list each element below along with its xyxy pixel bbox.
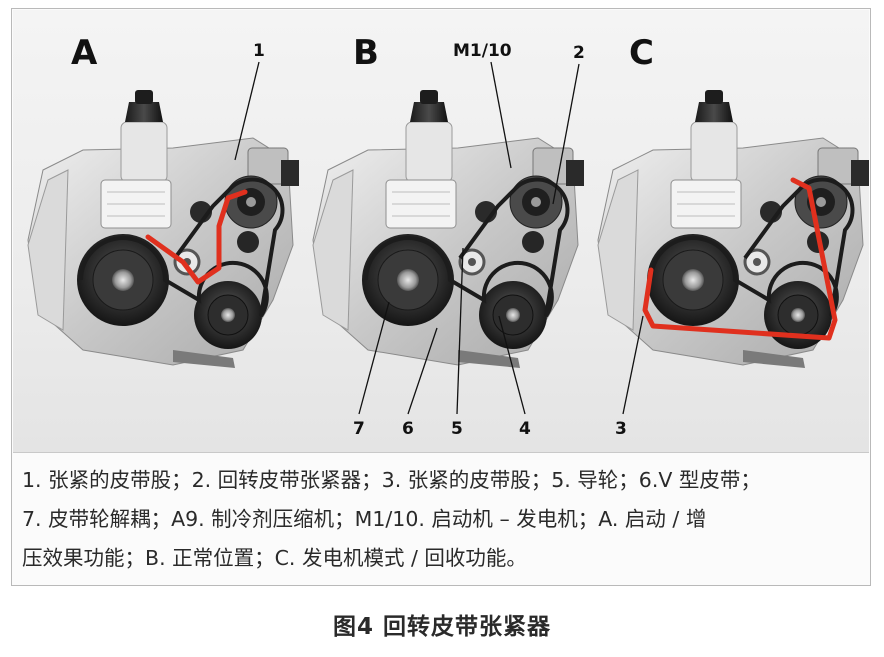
figure-caption: 1. 张紧的皮带股；2. 回转皮带张紧器；3. 张紧的皮带股；5. 导轮；6.V… <box>22 461 862 578</box>
figure-frame: A B C 1 M1/10 2 7 6 5 4 3 <box>11 8 871 586</box>
caption-line-3: 压效果功能；B. 正常位置；C. 发电机模式 / 回收功能。 <box>22 546 527 570</box>
panel-b-engine <box>311 88 586 370</box>
leader-3 <box>622 315 644 415</box>
callout-4: 4 <box>519 419 531 439</box>
tensioned-belt-highlight-a <box>145 189 248 285</box>
leader-7 <box>358 301 390 415</box>
panel-letter-b: B <box>353 33 379 73</box>
leader-5 <box>456 247 464 415</box>
leader-4 <box>498 315 526 415</box>
callout-1: 1 <box>253 41 265 61</box>
panel-a-engine <box>26 88 301 370</box>
photo-caption-divider <box>13 452 869 453</box>
figure-title: 图4 回转皮带张紧器 <box>332 614 551 640</box>
callout-leaders <box>234 61 644 415</box>
leader-6 <box>407 327 438 415</box>
callout-7: 7 <box>353 419 365 439</box>
leader-1 <box>234 61 260 161</box>
engine-illustrations: A B C 1 M1/10 2 7 6 5 4 3 <box>26 33 869 439</box>
tensioned-belt-highlight-c <box>642 177 838 341</box>
callout-m110: M1/10 <box>453 41 512 61</box>
leader-2 <box>552 63 580 205</box>
panel-c-engine <box>596 88 869 370</box>
caption-line-2: 7. 皮带轮解耦；A9. 制冷剂压缩机；M1/10. 启动机 – 发电机；A. … <box>22 507 707 531</box>
panel-letter-c: C <box>629 33 654 73</box>
callout-6: 6 <box>402 419 414 439</box>
engine-photo-strip: A B C 1 M1/10 2 7 6 5 4 3 <box>13 10 869 452</box>
callout-5: 5 <box>451 419 463 439</box>
callout-3: 3 <box>615 419 627 439</box>
callout-2: 2 <box>573 43 585 63</box>
leader-m110 <box>490 61 512 169</box>
caption-line-1: 1. 张紧的皮带股；2. 回转皮带张紧器；3. 张紧的皮带股；5. 导轮；6.V… <box>22 468 761 492</box>
panel-letter-a: A <box>71 33 98 73</box>
